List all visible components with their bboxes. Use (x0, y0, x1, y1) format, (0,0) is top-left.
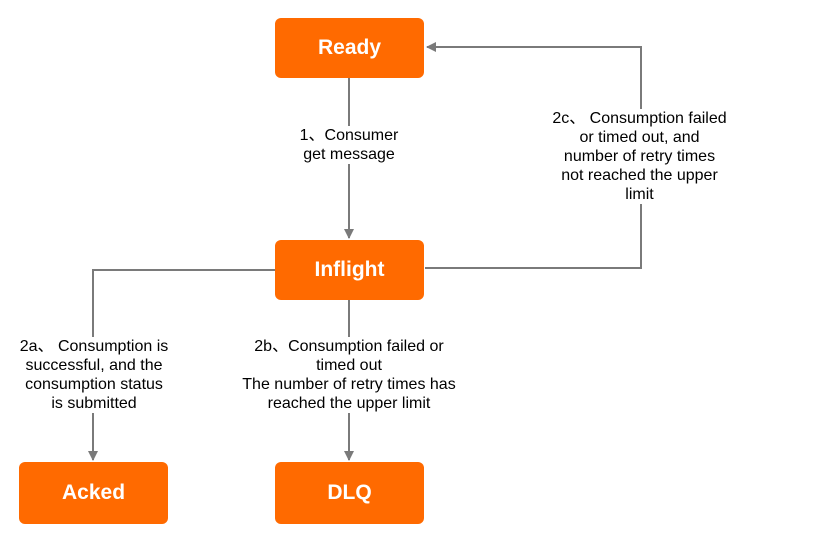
label-line: 1、Consumer (299, 127, 399, 144)
node-ready: Ready (275, 18, 424, 78)
label-line: limit (625, 186, 654, 203)
label-line: get message (303, 146, 395, 163)
label-success-to-acked: 2a、 Consumption is successful, and the c… (6, 337, 182, 413)
label-line: not reached the upper (561, 167, 718, 184)
label-line: consumption status (25, 376, 163, 393)
label-line: number of retry times (563, 148, 716, 165)
label-line: is submitted (51, 395, 137, 412)
label-line: reached the upper limit (267, 395, 431, 412)
node-dlq: DLQ (275, 462, 424, 524)
label-line: The number of retry times has (242, 376, 456, 393)
node-inflight: Inflight (275, 240, 424, 300)
label-failed-to-dlq: 2b、Consumption failed or timed out The n… (222, 337, 476, 413)
label-retry-to-ready: 2c、 Consumption failed or timed out, and… (527, 109, 752, 204)
label-line: timed out (316, 357, 382, 374)
label-line: 2c、 Consumption failed (552, 110, 727, 127)
label-line: 2b、Consumption failed or (254, 338, 444, 355)
node-acked: Acked (19, 462, 168, 524)
label-line: 2a、 Consumption is (19, 338, 169, 355)
label-line: successful, and the (25, 357, 163, 374)
label-line: or timed out, and (579, 129, 700, 146)
label-consumer-get-message: 1、Consumer get message (282, 126, 416, 164)
